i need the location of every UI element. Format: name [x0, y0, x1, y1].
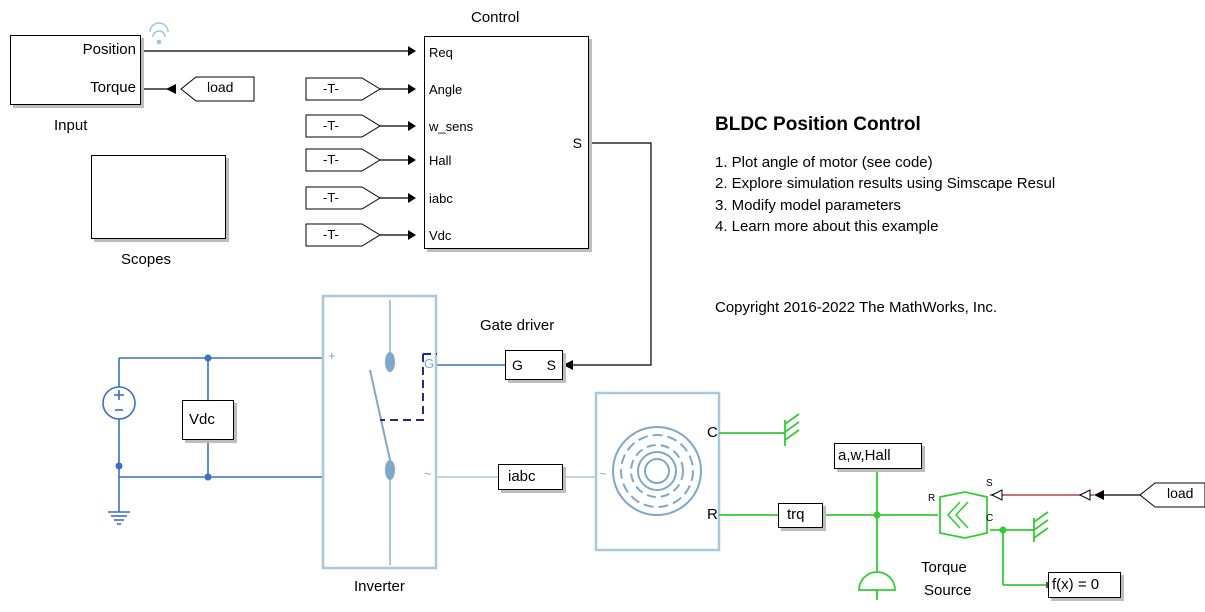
- inertia-icon: [858, 571, 896, 600]
- solver-config-label: f(x) = 0: [1052, 576, 1100, 593]
- from-angle-shape: [305, 77, 381, 101]
- torque-source-label-1: Torque: [921, 559, 967, 576]
- link-learn-more[interactable]: 4. Learn more about this example: [715, 218, 939, 235]
- from-hall-shape: [305, 148, 381, 172]
- inverter-port-plus: +: [328, 348, 336, 363]
- gate-driver-block[interactable]: G S: [505, 350, 563, 380]
- signal-lines: [140, 50, 1140, 496]
- dc-voltage-source[interactable]: [102, 386, 136, 420]
- from-wsens-shape: [305, 114, 381, 138]
- from-iabc-text[interactable]: -T-: [323, 190, 339, 205]
- iabc-sensor-block[interactable]: iabc: [498, 464, 563, 490]
- mechanical-nodes: [873, 511, 1007, 534]
- motor-port-r: R: [707, 506, 718, 523]
- electrical-lines: [108, 357, 505, 525]
- copyright-text: Copyright 2016-2022 The MathWorks, Inc.: [715, 299, 998, 316]
- control-port-wsens: w_sens: [429, 119, 474, 134]
- inverter-label: Inverter: [354, 578, 405, 595]
- mechanical-reference-icon: [777, 413, 1049, 542]
- from-hall-text[interactable]: -T-: [323, 152, 339, 167]
- wireless-icon: [149, 22, 169, 45]
- torque-source-icon[interactable]: [939, 491, 988, 539]
- control-port-iabc: iabc: [429, 191, 453, 206]
- control-port-vdc: Vdc: [429, 228, 452, 243]
- awhall-sensor-block[interactable]: a,w,Hall: [834, 443, 922, 469]
- gate-driver-port-g: G: [512, 357, 523, 373]
- input-port-torque: Torque: [90, 79, 136, 96]
- torque-source-label-2: Source: [924, 582, 972, 599]
- from-iabc-shape: [305, 186, 381, 210]
- vdc-sensor-block[interactable]: Vdc: [182, 400, 234, 440]
- awhall-sensor-label: a,w,Hall: [838, 447, 891, 464]
- input-port-position: Position: [82, 41, 136, 58]
- s-to-gate-line[interactable]: [573, 142, 652, 366]
- scopes-subsystem[interactable]: [91, 155, 226, 239]
- control-port-angle: Angle: [429, 82, 463, 97]
- from-vdc-shape: [305, 223, 381, 247]
- iabc-sensor-label: iabc: [508, 468, 536, 485]
- motor-icon: [612, 426, 702, 516]
- inverter-block[interactable]: [321, 294, 438, 570]
- control-port-hall: Hall: [429, 153, 452, 168]
- inverter-port-tilde: ~: [424, 466, 432, 481]
- torque-source-port-c: C: [986, 513, 994, 524]
- physical-signal-line: [990, 489, 1094, 501]
- inverter-port-g: G: [424, 356, 435, 371]
- gate-driver-label: Gate driver: [480, 317, 555, 334]
- bldc-motor-block[interactable]: [594, 391, 721, 552]
- electrical-nodes: [115, 354, 212, 481]
- trq-sensor-block[interactable]: trq: [778, 503, 823, 528]
- from-load-shape: [1139, 482, 1205, 508]
- control-port-req: Req: [429, 45, 453, 60]
- tag-shapes: [180, 76, 1205, 508]
- control-subsystem[interactable]: Req Angle w_sens Hall iabc Vdc S: [424, 36, 589, 249]
- vdc-sensor-label: Vdc: [189, 411, 215, 428]
- goto-load-text[interactable]: load: [207, 79, 234, 95]
- link-explore-results[interactable]: 2. Explore simulation results using Sims…: [715, 175, 1056, 192]
- from-angle-text[interactable]: -T-: [323, 81, 339, 96]
- link-plot-angle[interactable]: 1. Plot angle of motor (see code): [715, 154, 933, 171]
- from-wsens-text[interactable]: -T-: [323, 118, 339, 133]
- torque-source-port-s: S: [986, 478, 993, 489]
- input-block-label: Input: [54, 117, 88, 134]
- scopes-label: Scopes: [121, 251, 172, 268]
- from-vdc-text[interactable]: -T-: [323, 227, 339, 242]
- solver-config-block[interactable]: f(x) = 0: [1048, 572, 1121, 598]
- goto-load-shape: [180, 76, 255, 102]
- inverter-switch-icon: [369, 300, 437, 565]
- gate-driver-port-s: S: [546, 357, 556, 373]
- torque-source-port-r: R: [928, 493, 936, 504]
- from-load-text[interactable]: load: [1167, 485, 1194, 501]
- input-block[interactable]: Position Torque: [10, 35, 141, 105]
- motor-port-c: C: [707, 424, 718, 441]
- control-port-s: S: [572, 135, 582, 151]
- model-title: BLDC Position Control: [715, 114, 921, 135]
- signal-arrows: [166, 46, 1104, 500]
- trq-sensor-label: trq: [787, 506, 805, 523]
- motor-port-tilde: ~: [599, 466, 607, 481]
- link-modify-parameters[interactable]: 3. Modify model parameters: [715, 197, 901, 214]
- control-label: Control: [471, 9, 520, 26]
